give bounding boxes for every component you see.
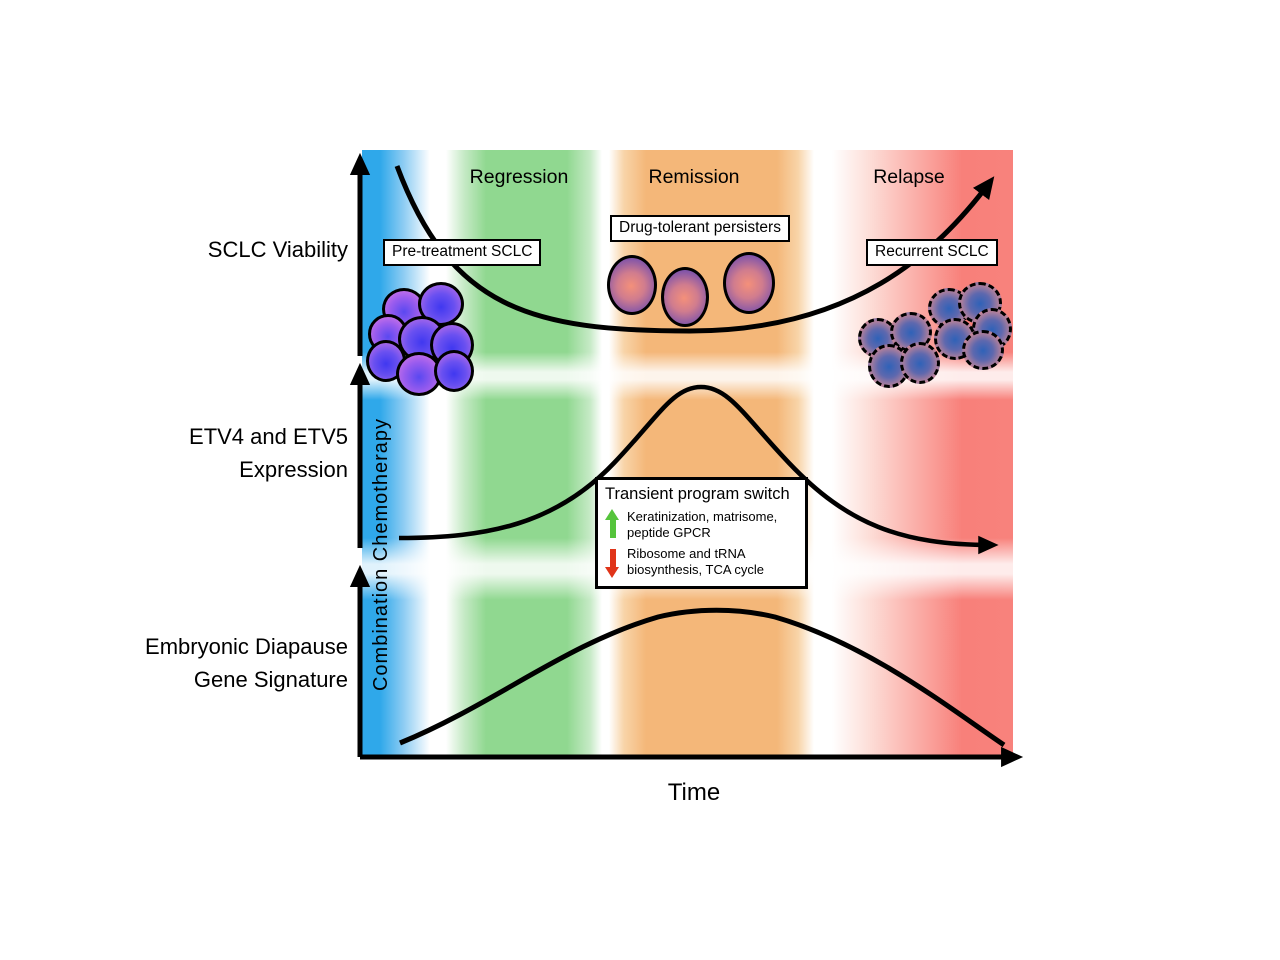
row-label-diapause: Embryonic Diapause Gene Signature [145,630,348,696]
y-axis-label: Combination Chemotherapy [362,388,400,722]
up-arrow-head [605,509,619,520]
recurrent-cell [900,342,940,384]
row-label-viability: SCLC Viability [208,233,348,266]
downregulated-text: Ribosome and tRNA biosynthesis, TCA cycl… [627,546,765,577]
upregulated-row: Keratinization, matrisome, peptide GPCR [605,509,798,541]
persister-cell [607,255,657,315]
etv-expression-curve [398,384,999,555]
phase-label-relapse: Relapse [873,166,945,188]
row-label-line: Expression [239,457,348,482]
callout-drug-tolerant-persisters: Drug-tolerant persisters [610,215,790,242]
down-arrow-head [605,567,619,578]
up-arrow-icon [605,509,620,541]
row-label-line: Embryonic Diapause [145,634,348,659]
upregulated-text: Keratinization, matrisome, peptide GPCR [627,509,778,540]
up-arrow-shaft [609,518,616,538]
phase-label-remission: Remission [648,166,740,188]
downregulated-row: Ribosome and tRNA biosynthesis, TCA cycl… [605,546,798,578]
row-label-line: Gene Signature [193,667,348,692]
recurrent-cell [962,330,1004,370]
persister-cell [661,267,709,327]
pretreatment-cell [434,350,474,392]
persister-cell [723,252,775,314]
diapause-curve [399,607,1006,748]
row-label-line: ETV4 and ETV5 [189,424,348,449]
phase-label-regression: Regression [469,166,569,188]
callout-recurrent-sclc: Recurrent SCLC [866,239,998,266]
y-axis-label-text: Combination Chemotherapy [369,418,392,692]
x-axis-label: Time [667,779,721,806]
down-arrow-icon [605,546,620,578]
down-arrow-shaft [609,549,616,569]
callout-pretreatment-sclc: Pre-treatment SCLC [383,239,542,266]
row-label-etv: ETV4 and ETV5 Expression [189,420,348,486]
transient-box-title: Transient program switch [605,485,790,503]
transient-program-switch-box: Transient program switch Keratinization,… [595,477,808,589]
row-label-line: SCLC Viability [207,237,348,262]
